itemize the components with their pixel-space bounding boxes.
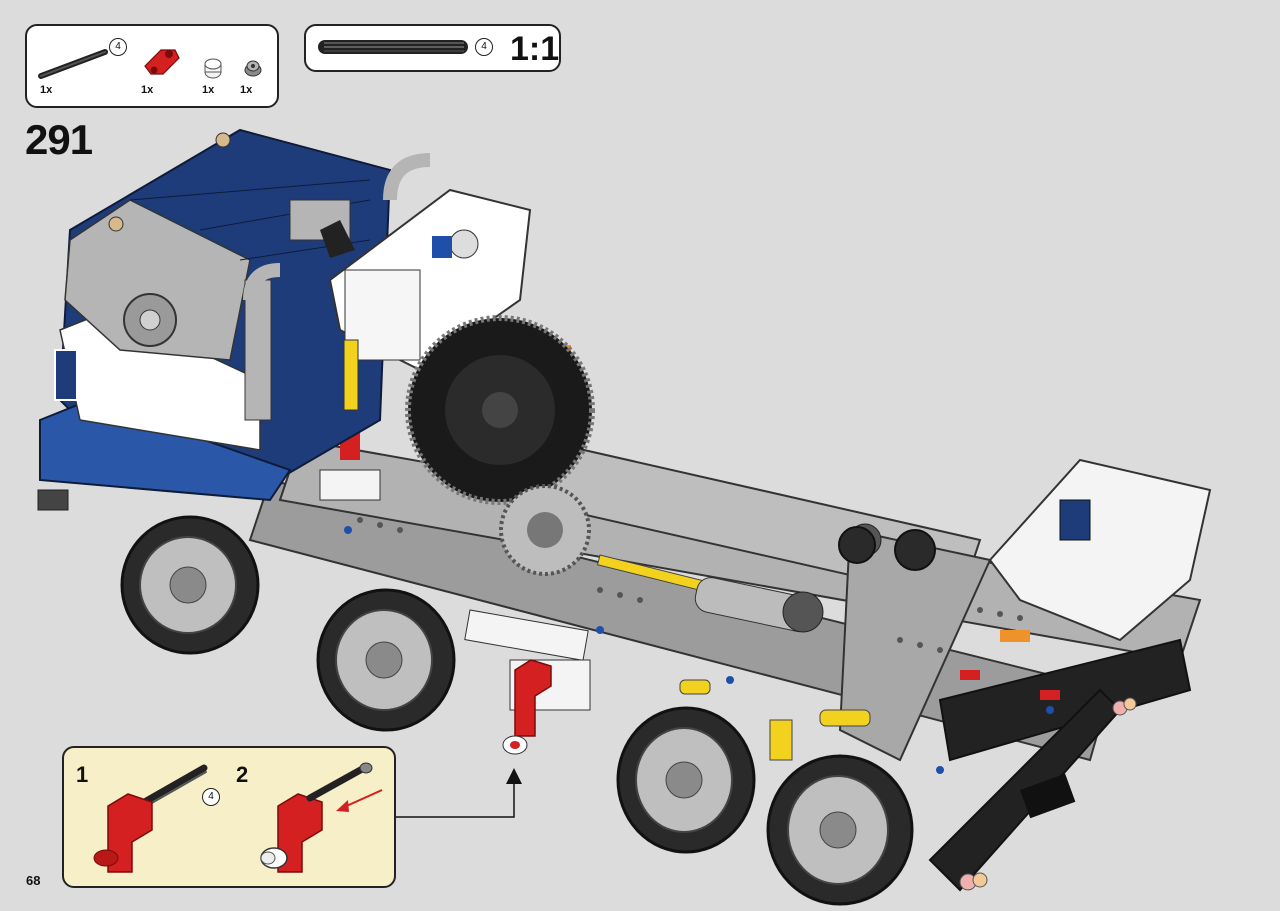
part-quantity: 1x <box>202 84 215 96</box>
new-red-crank-part <box>502 659 552 755</box>
scale-label: 1:1 <box>510 30 560 68</box>
step-number: 291 <box>25 116 93 163</box>
rear-lights <box>959 697 1137 891</box>
parts-illustrations <box>38 49 262 79</box>
red-axle-connector-icon <box>144 49 180 75</box>
axle-icon <box>38 49 108 79</box>
callout-arrow <box>396 768 522 818</box>
substep-number: 2 <box>236 762 249 787</box>
substep-number: 1 <box>76 762 89 787</box>
substep-illustrations <box>93 762 383 873</box>
front-wheel <box>120 515 260 655</box>
large-gear <box>405 315 595 576</box>
substep-axle-callout: 4 <box>202 788 220 806</box>
page-number: 68 <box>26 873 41 888</box>
rear-wheel <box>766 754 914 906</box>
part-quantity: 1x <box>141 84 154 96</box>
rear-inner-wheels <box>838 526 936 571</box>
white-bush-icon <box>204 58 222 79</box>
scale-length-callout: 4 <box>475 38 493 56</box>
part-quantity: 1x <box>240 84 253 96</box>
scale-reference-panel: 4 <box>304 24 561 72</box>
grey-bush-icon <box>244 60 262 77</box>
axle-length-callout: 4 <box>109 38 127 56</box>
second-wheel <box>316 588 456 732</box>
substep-1-assembly <box>93 764 208 873</box>
axle-scale-icon <box>318 40 468 54</box>
part-quantity: 1x <box>40 84 53 96</box>
parts-list-panel: 4 1x 1x 1x 1x <box>25 24 279 108</box>
substep-panel: 1 2 4 <box>62 746 396 888</box>
third-wheel <box>616 706 756 854</box>
substep-2-assembly <box>260 762 383 873</box>
